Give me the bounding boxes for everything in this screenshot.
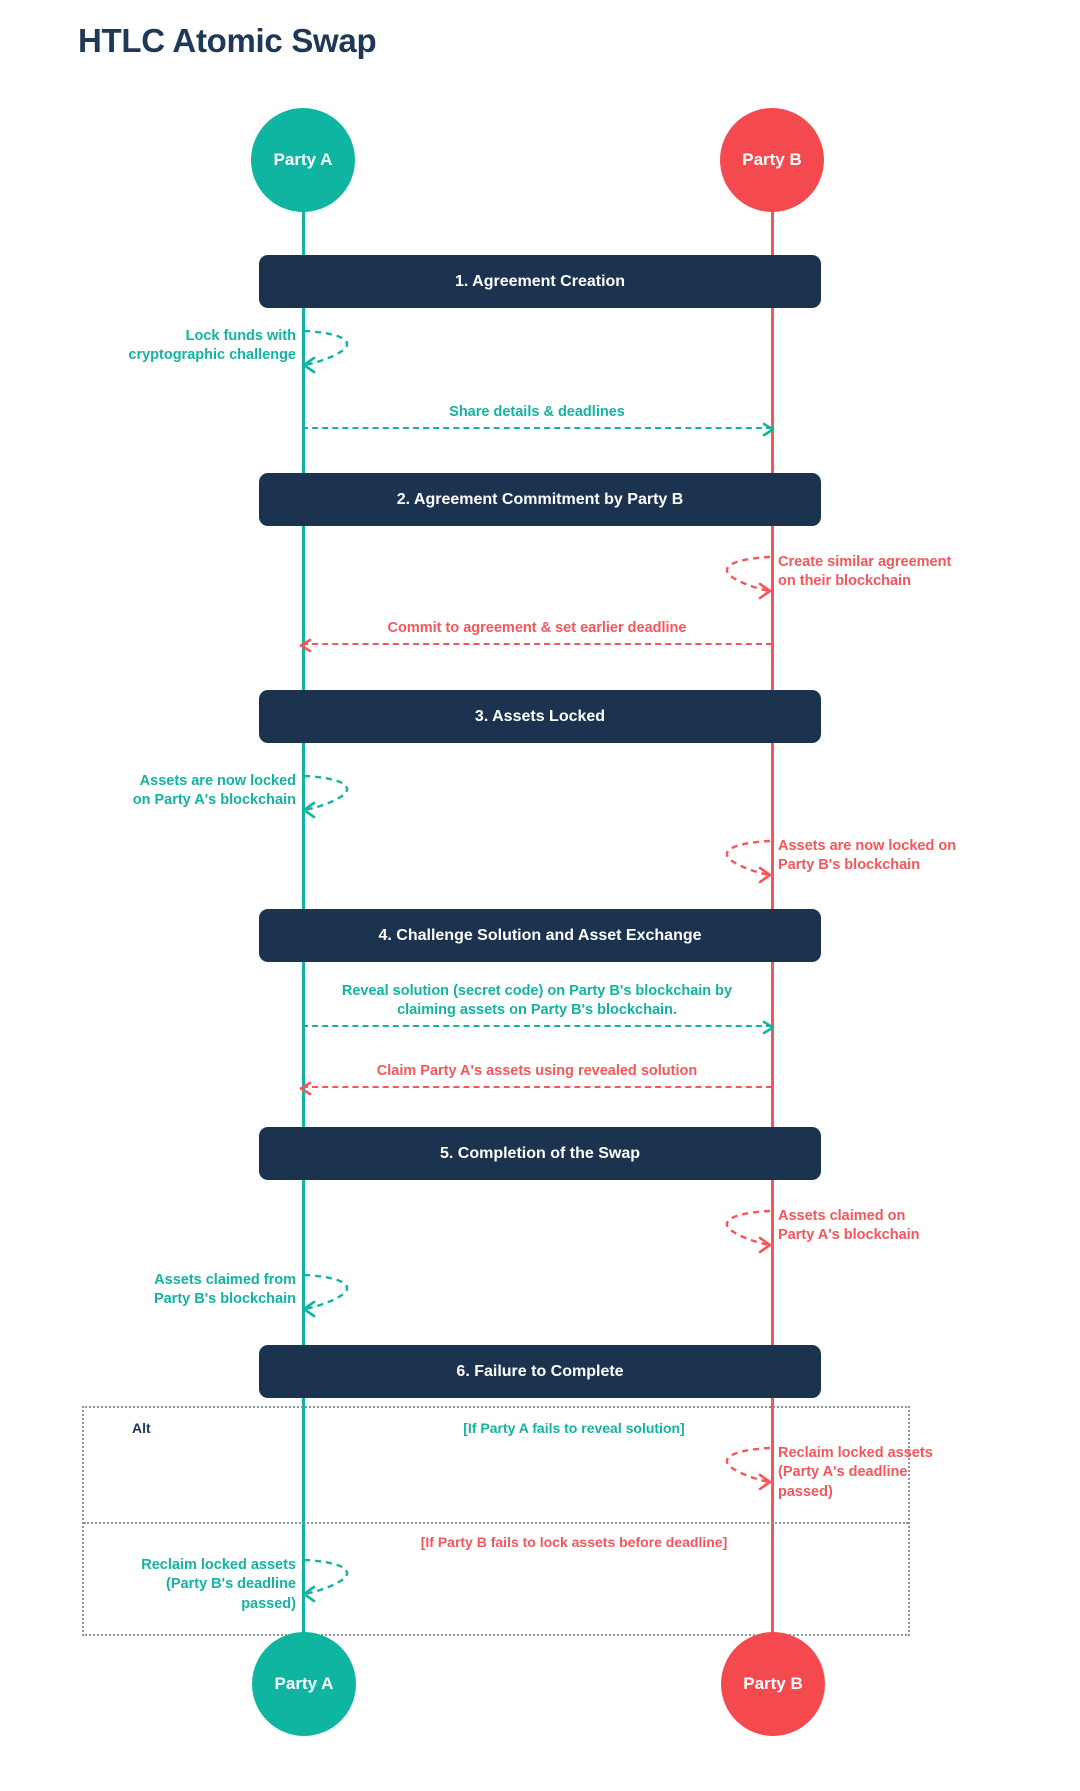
message-self-assets-claimed-on-a[interactable]: Assets claimed on Party A's blockchain <box>706 1203 920 1259</box>
message-label: Commit to agreement & set earlier deadli… <box>387 619 687 636</box>
step-bar-3[interactable]: 3. Assets Locked <box>259 690 821 743</box>
actor-party-b-bottom[interactable]: Party B <box>721 1632 825 1736</box>
message-label: Lock funds with cryptographic challenge <box>128 328 296 364</box>
message-share-details[interactable]: Share details & deadlines <box>302 392 775 438</box>
message-self-create-agreement[interactable]: Create similar agreement on their blockc… <box>706 549 951 605</box>
alt-divider <box>84 1522 908 1524</box>
actor-label: Party B <box>742 150 802 169</box>
arrowhead-left-icon <box>298 638 313 653</box>
step-bar-4[interactable]: 4. Challenge Solution and Asset Exchange <box>259 909 821 962</box>
message-label: Share details & deadlines <box>449 403 625 420</box>
actor-party-a-top[interactable]: Party A <box>251 108 355 212</box>
message-line <box>302 643 772 645</box>
self-loop-arrow-icon <box>725 1446 772 1491</box>
arrowhead-right-icon <box>761 1020 776 1035</box>
alt-condition-1: [If Party A fails to reveal solution] <box>463 1420 685 1436</box>
message-self-assets-claimed-from-b[interactable]: Assets claimed from Party B's blockchain <box>154 1267 368 1323</box>
alt-condition-2: [If Party B fails to lock assets before … <box>420 1534 728 1550</box>
alt-label: Alt <box>132 1420 151 1436</box>
message-line <box>302 1025 772 1027</box>
message-self-assets-locked-b[interactable]: Assets are now locked on Party B's block… <box>706 833 956 889</box>
arrowhead-left-icon <box>298 1081 313 1096</box>
message-line <box>302 427 772 429</box>
arrowhead-right-icon <box>761 422 776 437</box>
page-title: HTLC Atomic Swap <box>78 22 377 59</box>
actor-label: Party A <box>274 1674 334 1693</box>
message-claim-party-a-assets[interactable]: Claim Party A's assets using revealed so… <box>299 1051 772 1097</box>
step-bar-1[interactable]: 1. Agreement Creation <box>259 255 821 308</box>
alt-fragment: Alt [If Party A fails to reveal solution… <box>82 1406 910 1636</box>
step-bar-5[interactable]: 5. Completion of the Swap <box>259 1127 821 1180</box>
message-line <box>302 1086 772 1088</box>
step-bar-2[interactable]: 2. Agreement Commitment by Party B <box>259 473 821 526</box>
message-commit-agreement[interactable]: Commit to agreement & set earlier deadli… <box>299 608 772 654</box>
message-self-lock-funds[interactable]: Lock funds with cryptographic challenge <box>128 323 368 379</box>
self-loop-arrow-icon <box>725 839 772 884</box>
actor-label: Party B <box>743 1674 803 1693</box>
actor-label: Party A <box>273 150 333 169</box>
step-bar-6[interactable]: 6. Failure to Complete <box>259 1345 821 1398</box>
message-label: Create similar agreement on their blockc… <box>778 554 952 590</box>
self-loop-arrow-icon <box>302 1273 349 1318</box>
message-label: Assets claimed on Party A's blockchain <box>778 1208 920 1244</box>
message-label: Assets claimed from Party B's blockchain <box>153 1272 296 1308</box>
self-loop-arrow-icon <box>725 1209 772 1254</box>
message-label: Claim Party A's assets using revealed so… <box>376 1062 698 1079</box>
self-loop-arrow-icon <box>725 555 772 600</box>
self-loop-arrow-icon <box>302 329 349 374</box>
message-label: Assets are now locked on Party B's block… <box>778 838 957 874</box>
message-label: Reclaim locked assets (Party A's deadlin… <box>778 1445 933 1500</box>
self-loop-arrow-icon <box>302 1558 349 1603</box>
actor-party-b-top[interactable]: Party B <box>720 108 824 212</box>
message-label: Reclaim locked assets (Party B's deadlin… <box>141 1557 296 1612</box>
message-label: Reveal solution (secret code) on Party B… <box>341 982 733 1018</box>
message-self-reclaim-party-a-deadline[interactable]: Reclaim locked assets (Party A's deadlin… <box>706 1440 933 1500</box>
message-reveal-solution[interactable]: Reveal solution (secret code) on Party B… <box>302 976 775 1036</box>
message-label: Assets are now locked on Party A's block… <box>132 773 296 809</box>
message-self-reclaim-party-b-deadline[interactable]: Reclaim locked assets (Party B's deadlin… <box>141 1552 368 1612</box>
self-loop-arrow-icon <box>302 774 349 819</box>
message-self-assets-locked-a[interactable]: Assets are now locked on Party A's block… <box>133 768 368 824</box>
actor-party-a-bottom[interactable]: Party A <box>252 1632 356 1736</box>
